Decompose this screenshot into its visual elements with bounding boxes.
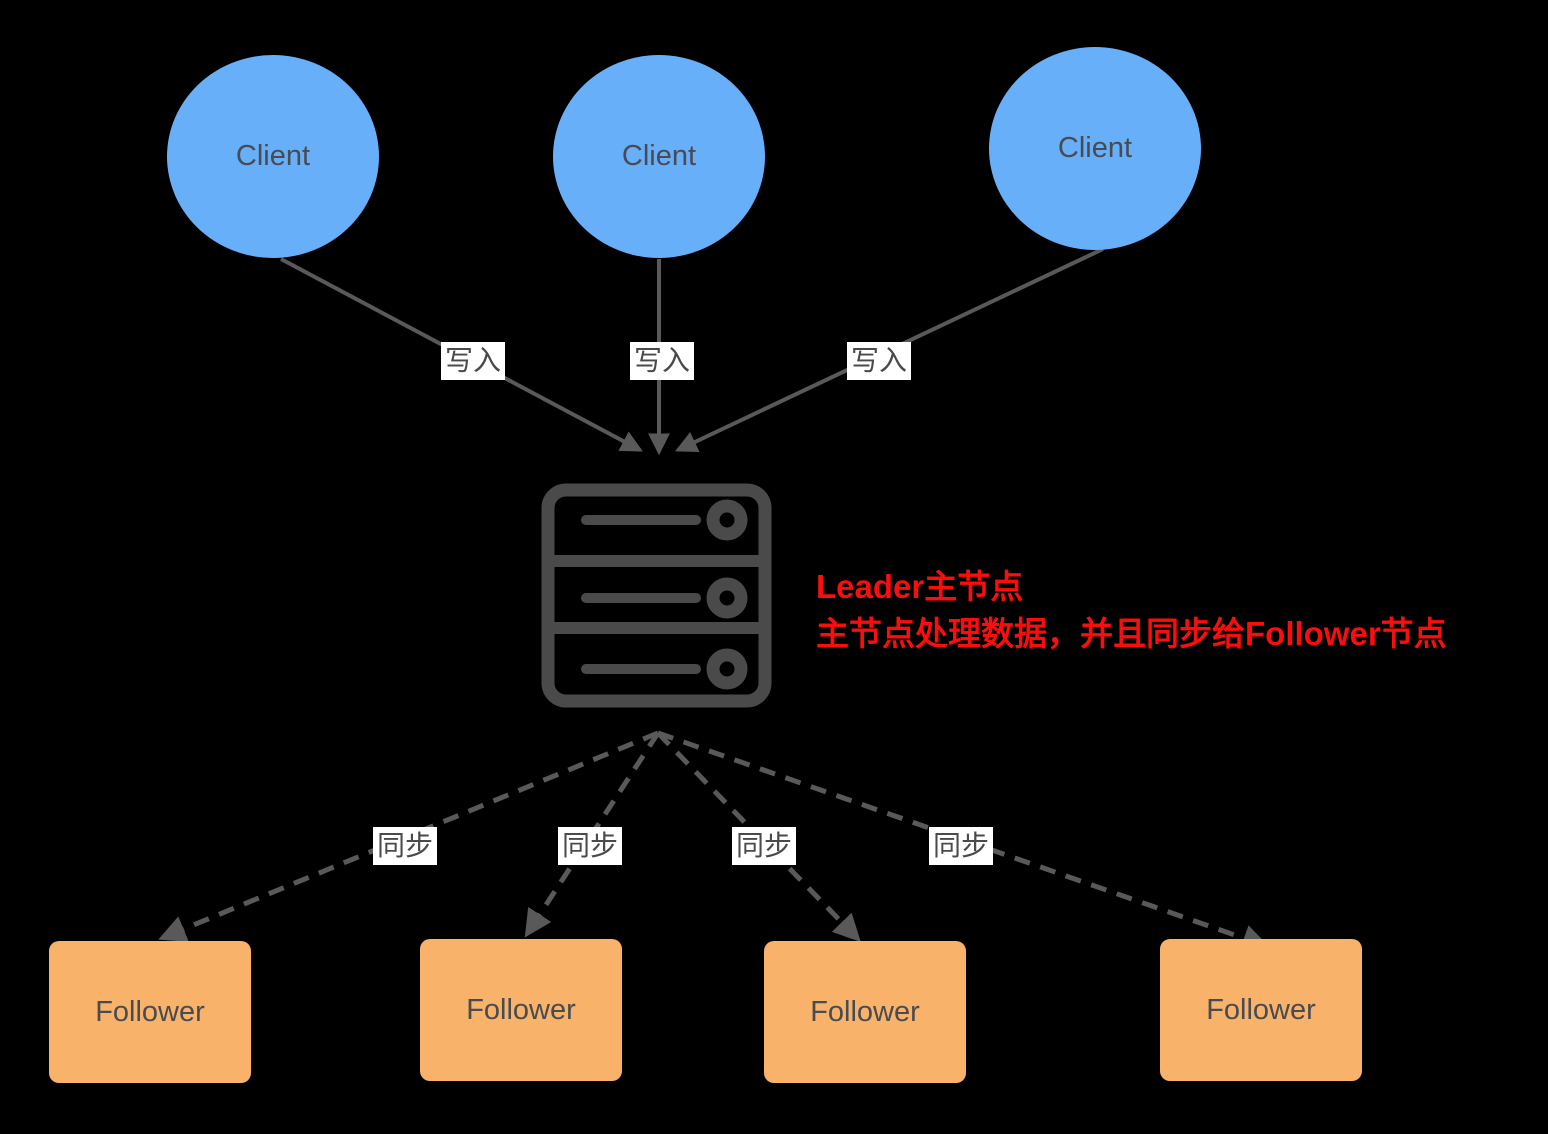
sync-edge-label-2: 同步 bbox=[558, 827, 623, 865]
client-node-1: Client bbox=[167, 55, 379, 258]
follower-node-4: Follower bbox=[1160, 939, 1362, 1081]
write-edge-label-2: 写入 bbox=[630, 342, 695, 380]
server-rack-icon bbox=[541, 483, 772, 708]
client-label: Client bbox=[1057, 132, 1133, 164]
leader-note: Leader主节点 主节点处理数据，并且同步给Follower节点 bbox=[816, 563, 1447, 657]
follower-label: Follower bbox=[810, 995, 920, 1028]
client-node-3: Client bbox=[989, 47, 1201, 250]
write-edge-label-1: 写入 bbox=[441, 342, 506, 380]
leader-note-line2: 主节点处理数据，并且同步给Follower节点 bbox=[816, 615, 1447, 652]
follower-label: Follower bbox=[95, 995, 205, 1028]
follower-node-1: Follower bbox=[49, 941, 251, 1083]
follower-node-3: Follower bbox=[764, 941, 966, 1083]
sync-edge-label-3: 同步 bbox=[732, 827, 797, 865]
client-label: Client bbox=[235, 140, 311, 172]
leader-note-line1: Leader主节点 bbox=[816, 568, 1024, 605]
follower-label: Follower bbox=[466, 993, 576, 1026]
sync-edge-1 bbox=[158, 730, 659, 942]
sync-edge-label-4: 同步 bbox=[929, 827, 994, 865]
client-node-2: Client bbox=[553, 55, 765, 258]
follower-node-2: Follower bbox=[420, 939, 622, 1081]
client-label: Client bbox=[621, 140, 697, 172]
write-edge-label-3: 写入 bbox=[847, 342, 912, 380]
sync-edge-label-1: 同步 bbox=[373, 827, 438, 865]
follower-label: Follower bbox=[1206, 993, 1316, 1026]
